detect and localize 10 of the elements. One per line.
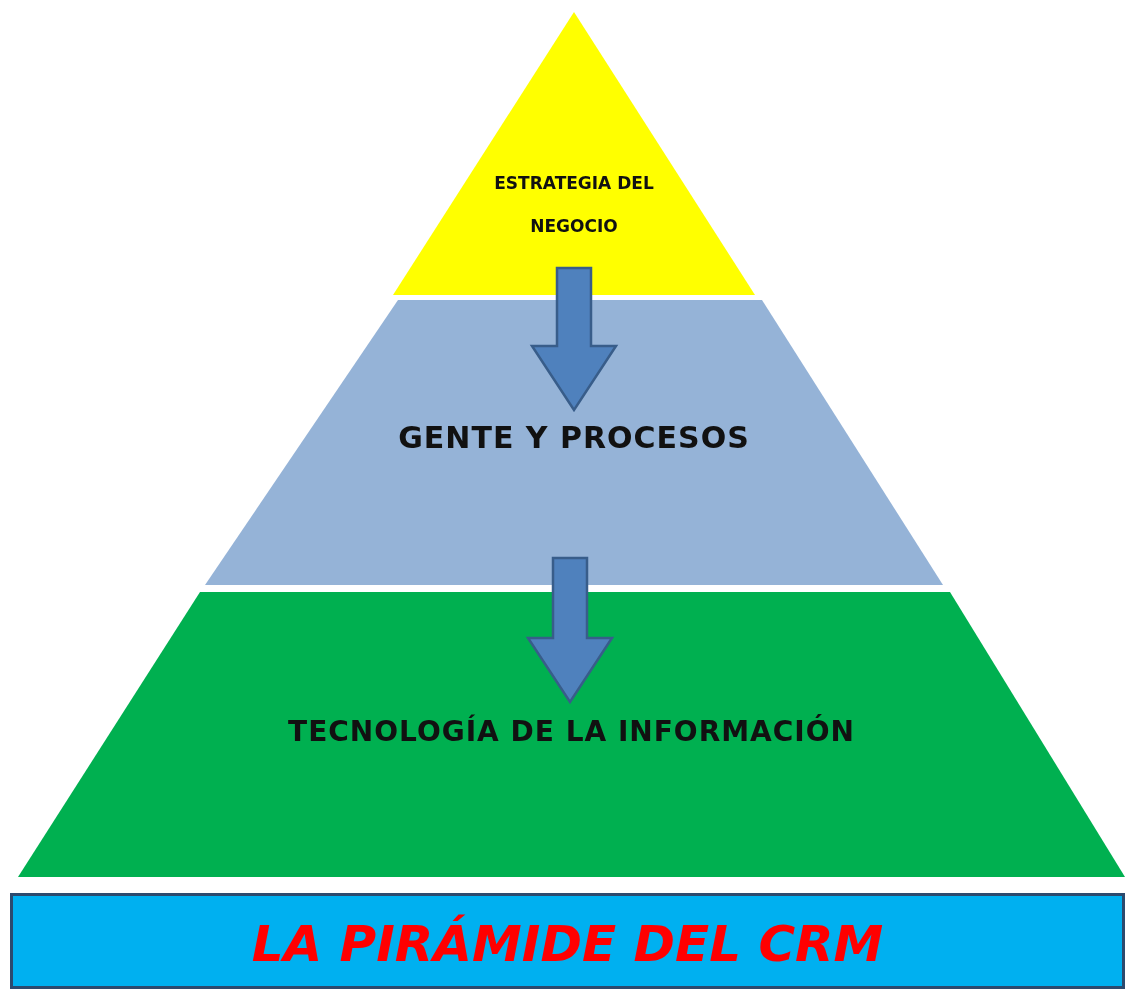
pyramid-bottom-tier bbox=[18, 592, 1125, 877]
pyramid-middle-tier bbox=[205, 300, 943, 585]
banner-title: LA PIRÁMIDE DEL CRM bbox=[250, 914, 885, 974]
tier-label: ESTRATEGIA DEL NEGOCIO bbox=[493, 172, 655, 238]
pyramid-top-tier bbox=[393, 12, 755, 295]
title-banner bbox=[10, 893, 1125, 989]
tier-label: TECNOLOGÍA DE LA INFORMACIÓN bbox=[287, 713, 856, 750]
block-arrow bbox=[529, 266, 619, 413]
tier-label: GENTE Y PROCESOS bbox=[397, 419, 751, 457]
block-arrow bbox=[525, 556, 615, 705]
